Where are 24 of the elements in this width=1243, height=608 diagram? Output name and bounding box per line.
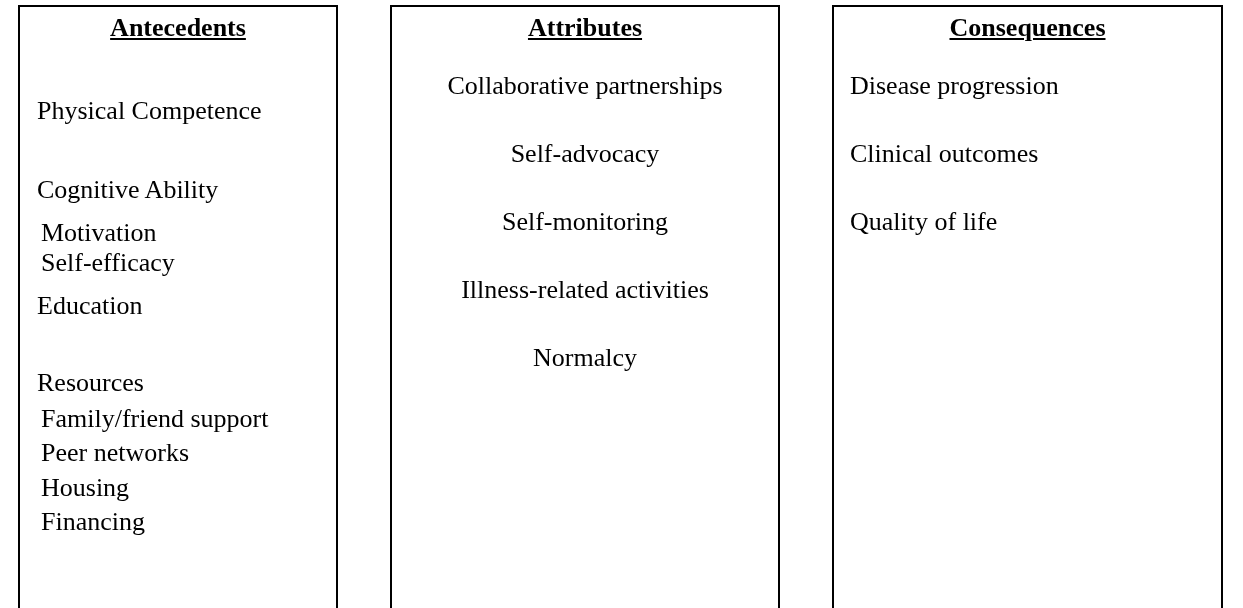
column-heading: Attributes [527,13,643,43]
list-item: Quality of life [850,207,998,237]
list-item: Cognitive Ability [37,175,219,205]
list-item: Self-efficacy [41,248,175,278]
list-item: Clinical outcomes [850,139,1039,169]
list-item: Education [37,291,143,321]
list-item: Illness-related activities [461,275,709,305]
list-item: Collaborative partnerships [447,71,723,101]
list-item: Self-monitoring [501,207,669,237]
list-item: Resources [37,368,144,398]
list-item: Peer networks [41,438,189,468]
list-item: Family/friend support [41,404,269,434]
column-box [832,5,1223,608]
column-box [18,5,338,608]
list-item: Disease progression [850,71,1059,101]
list-item: Housing [41,473,130,503]
column-box [390,5,780,608]
list-item: Financing [41,507,145,537]
column-heading: Consequences [949,13,1106,43]
list-item: Normalcy [533,343,637,373]
list-item: Physical Competence [37,96,262,126]
list-item: Motivation [41,218,157,248]
column-heading: Antecedents [110,13,246,43]
list-item: Self-advocacy [510,139,660,169]
